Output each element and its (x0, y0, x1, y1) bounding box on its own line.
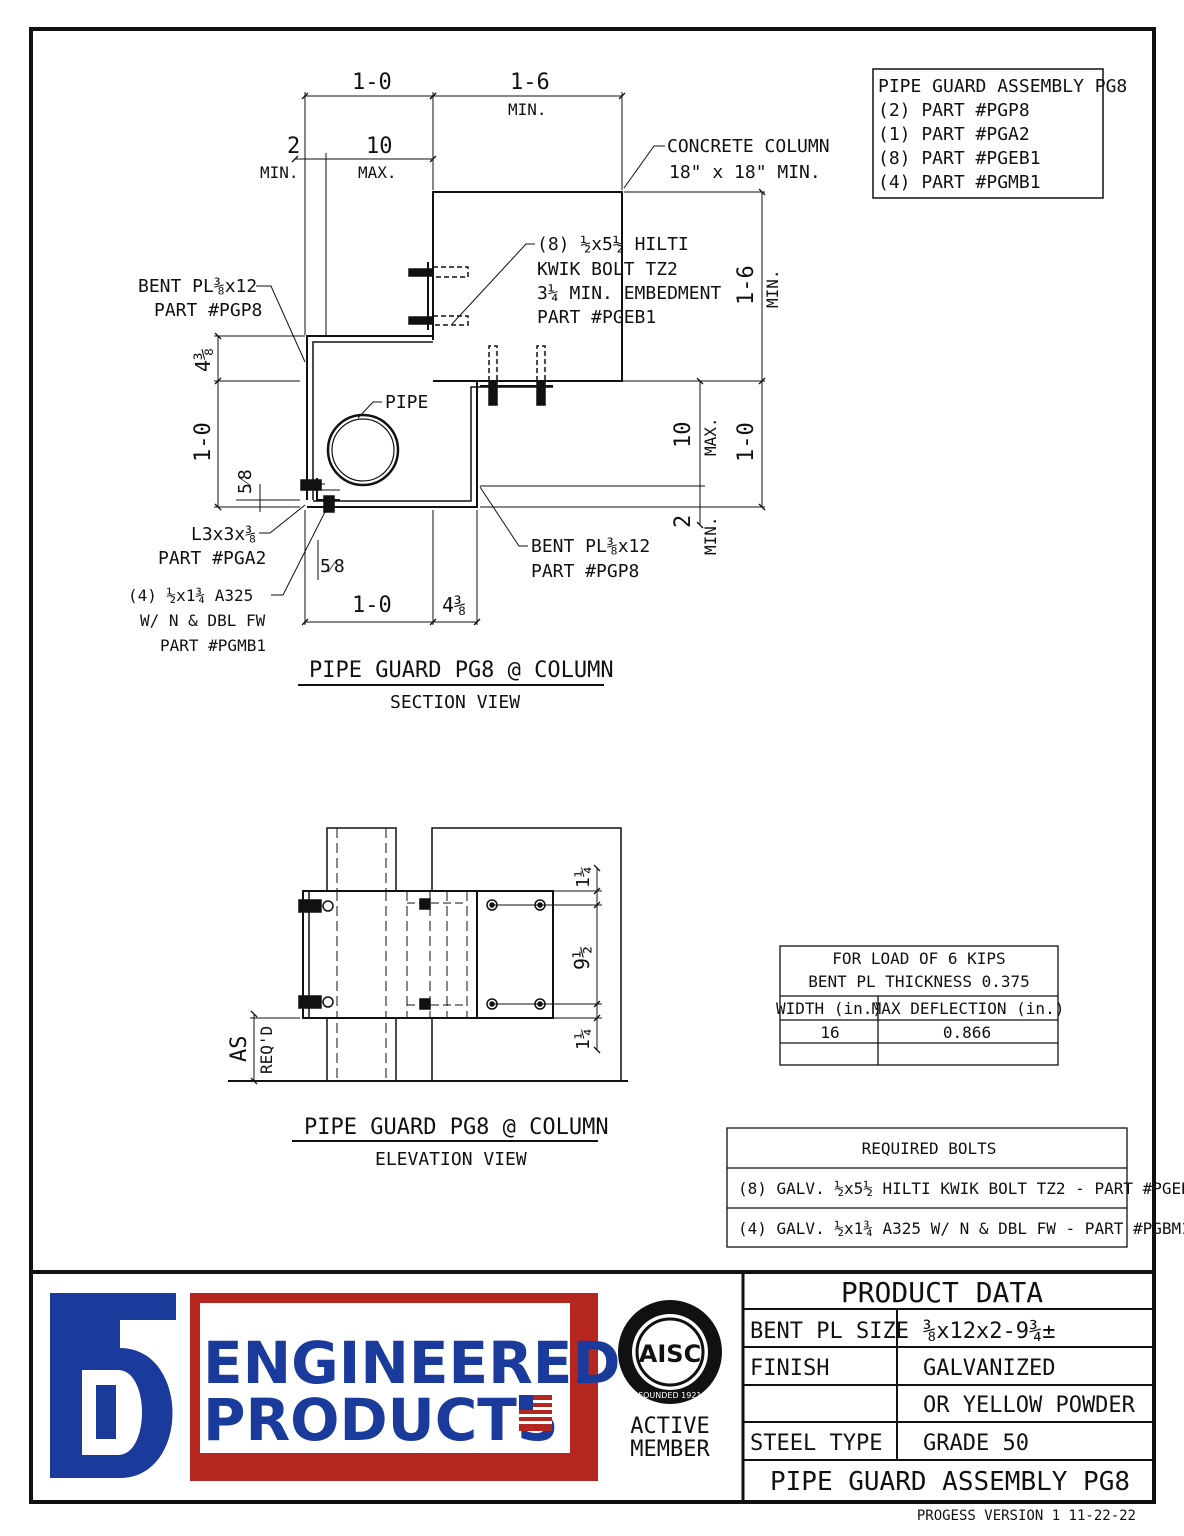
side-anchors (408, 262, 469, 330)
concrete-note-2: 18" x 18" MIN. (669, 162, 821, 183)
assembly-line: (8) PART #PGEB1 (878, 148, 1041, 169)
bent-label: BENT PL SIZE (750, 1319, 909, 1344)
pipe-label: PIPE (385, 392, 428, 413)
section-subtitle: SECTION VIEW (390, 692, 520, 713)
angle-note-2: PART #PGA2 (158, 548, 266, 569)
elevation-subtitle: ELEVATION VIEW (375, 1149, 527, 1170)
dim-ten-right: 10 (671, 422, 696, 449)
dim-one6-right: 1-6 (734, 265, 759, 305)
aisc-caption-2: MEMBER (630, 1437, 710, 1462)
bolts-table: REQUIRED BOLTS (8) GALV. ½x5½ HILTI KWIK… (726, 1127, 1184, 1248)
assembly-title: PIPE GUARD ASSEMBLY PG8 (878, 76, 1127, 97)
footer-version: PROGESS VERSION 1 11-22-22 (917, 1508, 1136, 1524)
aisc-seal: AISC FOUNDED 1921 ACTIVE MEMBER (618, 1300, 722, 1462)
steel-value: GRADE 50 (923, 1431, 1029, 1456)
load-header-2: BENT PL THICKNESS 0.375 (808, 972, 1030, 991)
bent-plate-upper (306, 335, 433, 500)
dim-bottom-one0: 1-0 (352, 593, 392, 618)
sheet-border (29, 27, 1156, 1504)
dim-reqd: REQ'D (257, 1026, 276, 1074)
dim-ten-right-note: MAX. (701, 417, 720, 456)
bentpl-note-1: BENT PL⅜x12 (138, 276, 257, 297)
dim-top-right-note: MIN. (508, 100, 547, 119)
dim-top-left: 1-0 (352, 70, 392, 95)
aisc-caption-1: ACTIVE (630, 1414, 709, 1439)
elevation-title: PIPE GUARD PG8 @ COLUMN (304, 1115, 609, 1140)
load-cell-width: 16 (820, 1023, 839, 1042)
dim-nine12: 9½ (570, 946, 594, 970)
assembly-line: (4) PART #PGMB1 (878, 172, 1041, 193)
dim-ten-note: MAX. (358, 163, 397, 182)
mb-note-3: PART #PGMB1 (160, 636, 266, 655)
dim-two-note: MIN. (260, 163, 299, 182)
bolt-note-4: PART #PGEB1 (537, 307, 656, 328)
dim-bottom-four38: 4⅜ (442, 593, 466, 617)
load-cell-defl: 0.866 (943, 1023, 991, 1042)
concrete-column (432, 191, 623, 382)
elevation-view (228, 827, 628, 1142)
dim-top-right: 1-6 (510, 70, 550, 95)
bottom-anchors (480, 345, 553, 406)
bentpl2-note-1: BENT PL⅜x12 (531, 536, 650, 557)
logo-line-1: ENGINEERED (203, 1329, 621, 1397)
logo-line-2: PRODUCTS (203, 1386, 559, 1454)
load-table: FOR LOAD OF 6 KIPS BENT PL THICKNESS 0.3… (776, 945, 1065, 1066)
concrete-note-1: CONCRETE COLUMN (667, 136, 830, 157)
angle-note-1: L3x3x⅜ (191, 524, 256, 545)
assembly-name: PIPE GUARD ASSEMBLY PG8 (770, 1467, 1130, 1497)
elevation-bolts (298, 899, 546, 1010)
assembly-line: (1) PART #PGA2 (878, 124, 1030, 145)
section-view (214, 92, 765, 686)
dim-five8-bottom: 5⁄8 (320, 556, 345, 577)
load-header-1: FOR LOAD OF 6 KIPS (832, 949, 1005, 968)
dim-two: 2 (287, 134, 300, 159)
mb-note-1: (4) ½x1¾ A325 (128, 586, 253, 605)
bolts-title: REQUIRED BOLTS (862, 1139, 997, 1158)
section-labels: 1-0 1-6 MIN. 2 MIN. 10 MAX. CONCRETE COL… (128, 70, 830, 713)
bolts-row-1: (8) GALV. ½x5½ HILTI KWIK BOLT TZ2 - PAR… (738, 1179, 1184, 1198)
dim-one6-right-note: MIN. (763, 269, 782, 308)
flag-icon (519, 1395, 552, 1431)
finish-value: GALVANIZED (923, 1356, 1055, 1381)
product-title: PRODUCT DATA (841, 1276, 1043, 1309)
assembly-line: (2) PART #PGP8 (878, 100, 1030, 121)
bent-value: ⅜x12x2-9¾± (923, 1319, 1055, 1344)
aisc-founded: FOUNDED 1921 (638, 1391, 701, 1400)
steel-label: STEEL TYPE (750, 1431, 882, 1456)
product-data-table: PRODUCT DATA BENT PL SIZE ⅜x12x2-9¾± FIN… (743, 1276, 1154, 1497)
finish-value-2: OR YELLOW POWDER (923, 1393, 1136, 1418)
dim-one0-left: 1-0 (191, 422, 216, 462)
bolt-note-2: KWIK BOLT TZ2 (537, 259, 678, 280)
angle-connection (300, 478, 340, 513)
bolt-note-3: 3¼ MIN. EMBEDMENT (537, 283, 721, 304)
dim-as: AS (227, 1036, 252, 1063)
section-title: PIPE GUARD PG8 @ COLUMN (309, 658, 614, 683)
bolt-note-1: (8) ½x5½ HILTI (537, 234, 689, 255)
load-col-width: WIDTH (in.) (776, 999, 882, 1018)
load-col-defl: MAX DEFLECTION (in.) (872, 999, 1065, 1018)
bolts-row-2: (4) GALV. ½x1¾ A325 W/ N & DBL FW - PART… (738, 1219, 1184, 1238)
finish-label: FINISH (750, 1356, 829, 1381)
bentpl-note-2: PART #PGP8 (154, 300, 262, 321)
aisc-center: AISC (639, 1340, 701, 1368)
dim-two-right-note: MIN. (701, 516, 720, 555)
dim-four38: 4⅜ (191, 348, 215, 372)
pipe (326, 413, 400, 487)
dim-one0-right: 1-0 (734, 422, 759, 462)
elevation-labels: 1¼ 9½ 1¼ AS REQ'D PIPE GUARD PG8 @ COLUM… (227, 866, 609, 1170)
bent-plate-elevation (302, 890, 554, 1019)
bentpl2-note-2: PART #PGP8 (531, 561, 639, 582)
bent-plate-lower (307, 380, 553, 508)
dim-five8-left: 5⁄8 (235, 469, 256, 494)
dim-two-right: 2 (671, 515, 696, 528)
dim-one14-top: 1¼ (573, 866, 594, 888)
assembly-box: PIPE GUARD ASSEMBLY PG8 (2) PART #PGP8 (… (872, 68, 1127, 199)
company-logo: ENGINEERED PRODUCTS (50, 1293, 621, 1481)
dim-ten: 10 (366, 134, 393, 159)
mb-note-2: W/ N & DBL FW (140, 611, 266, 630)
dim-one14-bot: 1¼ (573, 1028, 594, 1050)
